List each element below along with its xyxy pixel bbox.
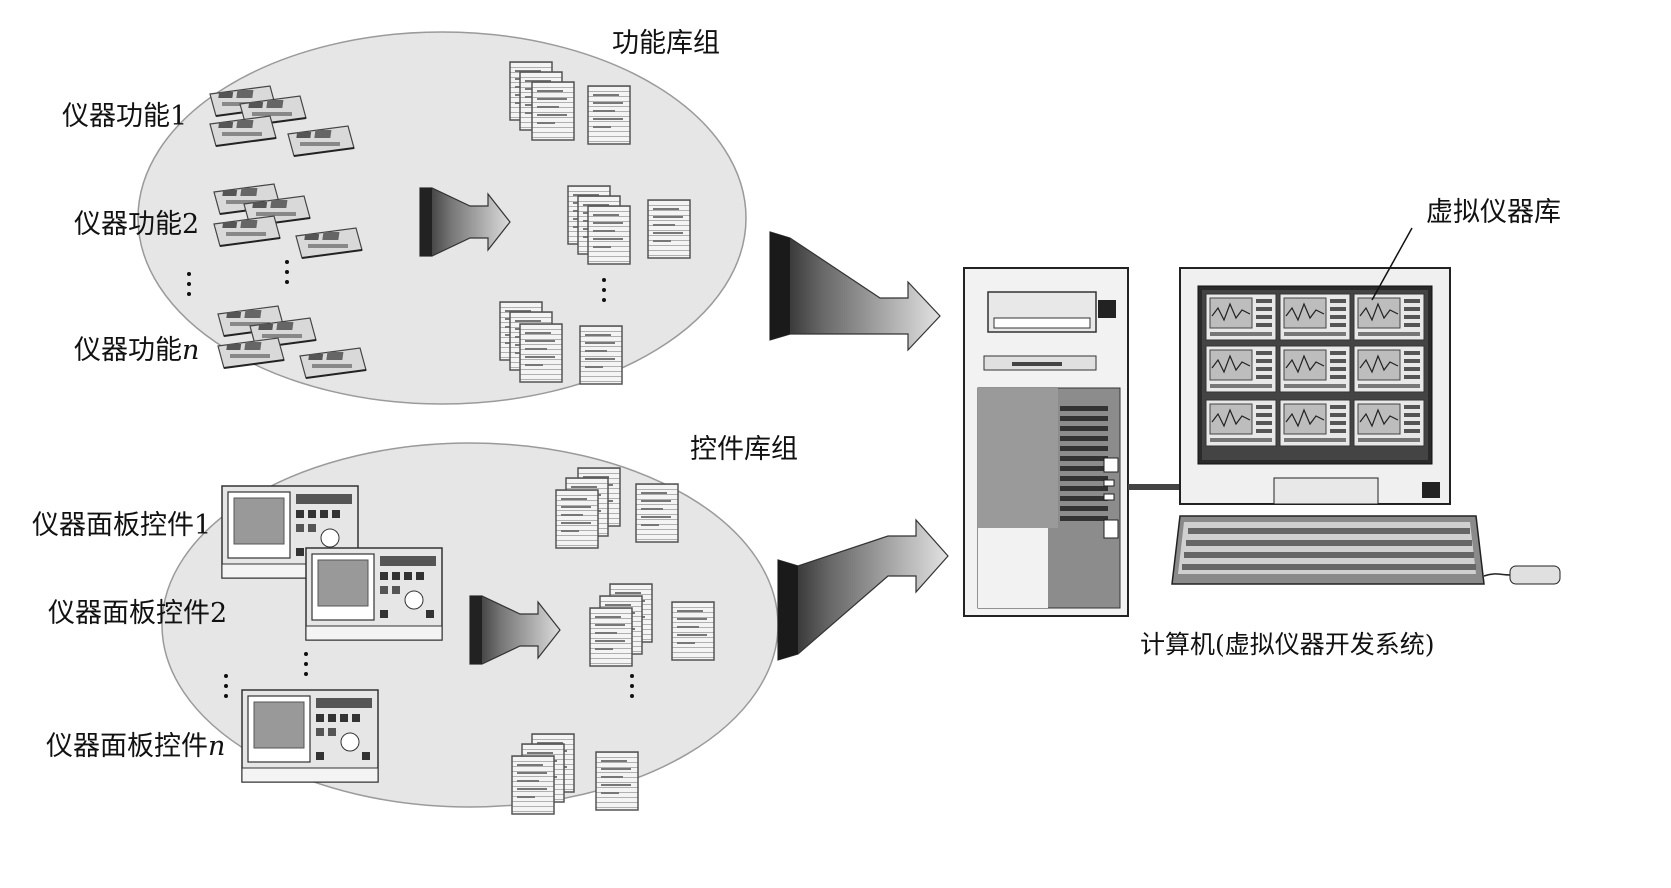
computer-tower <box>963 267 1129 617</box>
mouse <box>1483 565 1561 585</box>
function-item-2: 仪器功能2 <box>74 209 200 240</box>
funnel-arrow-icon <box>419 187 511 257</box>
control-item-n: 仪器面板控件n <box>46 731 226 762</box>
ellipsis-dots <box>187 260 606 302</box>
function-library-title: 功能库组 <box>612 28 720 59</box>
big-funnel-arrow-icon <box>777 518 949 661</box>
virtual-instrument-library-callout: 虚拟仪器库 <box>1426 197 1561 228</box>
big-funnel-arrow-icon <box>769 231 941 352</box>
control-item-1: 仪器面板控件1 <box>32 510 212 541</box>
funnel-arrow-icon <box>469 595 561 665</box>
callout-line <box>1371 227 1413 301</box>
function-item-n: 仪器功能n <box>74 335 200 366</box>
computer-caption: 计算机(虚拟仪器开发系统) <box>1140 630 1435 659</box>
control-item-2: 仪器面板控件2 <box>48 598 228 629</box>
virtual-instrument-screens <box>1205 293 1425 447</box>
ellipsis-dots <box>224 652 634 698</box>
control-library-title: 控件库组 <box>690 434 798 465</box>
function-item-1: 仪器功能1 <box>62 101 188 132</box>
cable <box>1128 484 1180 490</box>
keyboard <box>1171 515 1485 585</box>
